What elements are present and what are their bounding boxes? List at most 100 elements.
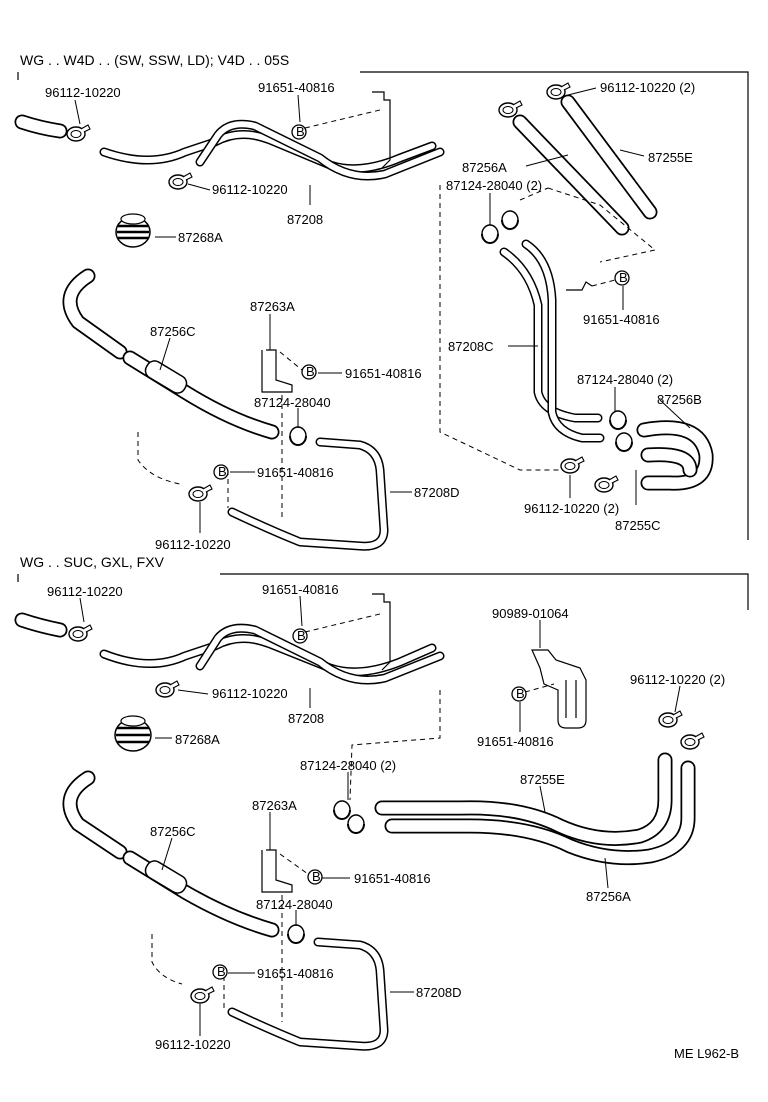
- pipe-87208: [99, 623, 445, 685]
- leader-dash-bracket: [279, 351, 303, 371]
- label-87256A: 87256A: [462, 160, 507, 175]
- bolt-mark: B: [297, 628, 306, 643]
- label-87256C: 87256C: [150, 824, 196, 839]
- clamp-96112-right-b: [680, 732, 705, 750]
- label-91651-lower: 91651-40816: [257, 966, 334, 981]
- pipe-87208D: [227, 937, 389, 1051]
- clamp-87124-upper-a: [481, 224, 499, 244]
- hose-stub-left: [14, 612, 68, 638]
- section-2-title: WG . . SUC, GXL, FXV: [20, 554, 165, 570]
- clamp-87124-right-a: [609, 410, 627, 430]
- leader: [539, 785, 546, 813]
- section-1: WG . . W4D . . (SW, SSW, LD); V4D . . 05…: [14, 52, 749, 552]
- leader: [74, 99, 81, 125]
- clamp-96112-mid: [168, 172, 193, 190]
- label-87208: 87208: [288, 711, 324, 726]
- leader: [659, 399, 691, 429]
- label-87124-upper: 87124-28040 (2): [300, 758, 396, 773]
- label-91651-top: 91651-40816: [258, 80, 335, 95]
- pipe-87208C-bracket: [566, 281, 593, 291]
- label-87124-mid: 87124-28040: [256, 897, 333, 912]
- label-87208C: 87208C: [448, 339, 494, 354]
- clamp-87124-right-b: [615, 432, 633, 452]
- hose-stub-left: [14, 114, 68, 139]
- label-87255E: 87255E: [520, 772, 565, 787]
- leader: [297, 94, 301, 123]
- label-87208: 87208: [287, 212, 323, 227]
- leader: [674, 685, 681, 713]
- label-91651-lower: 91651-40816: [257, 465, 334, 480]
- leader: [567, 87, 597, 96]
- dash-hose-group: [547, 187, 657, 263]
- leader: [159, 337, 171, 371]
- leader-dash-bolt-right: [591, 279, 616, 287]
- label-87124-right: 87124-28040 (2): [577, 372, 673, 387]
- label-96112-top-right: 96112-10220 (2): [600, 80, 695, 95]
- section-2: WG . . SUC, GXL, FXV B: [14, 554, 749, 1052]
- clamp-96112-bottom-right-b: [594, 475, 619, 493]
- label-87263A: 87263A: [252, 798, 297, 813]
- leader: [604, 857, 609, 889]
- label-87255C: 87255C: [615, 518, 661, 533]
- label-91651-top: 91651-40816: [262, 582, 339, 597]
- leader: [619, 149, 645, 157]
- clamp-96112-bottom-left: [188, 484, 213, 502]
- clamp-87124-upper-b: [347, 814, 365, 834]
- dash-routing-left: [439, 185, 565, 471]
- dash-routing-left: [349, 690, 441, 801]
- section-1-title: WG . . W4D . . (SW, SSW, LD); V4D . . 05…: [20, 52, 289, 68]
- clamp-96112-mid: [155, 680, 180, 698]
- label-87256B: 87256B: [657, 392, 702, 407]
- clamp-96112-bottom-right-a: [560, 456, 585, 474]
- grommet-87268A: [115, 213, 151, 248]
- section-1-border: [360, 71, 749, 540]
- label-87256C: 87256C: [150, 324, 196, 339]
- hose-87256A: [384, 760, 696, 866]
- bolt-mark: B: [619, 270, 628, 285]
- label-96112-right: 96112-10220 (2): [630, 672, 725, 687]
- bolt-mark: B: [218, 464, 227, 479]
- bracket-90989-01064: [531, 649, 587, 729]
- clamp-96112-top-left: [68, 624, 93, 642]
- label-90989-01064: 90989-01064: [492, 606, 569, 621]
- hose-87256B: [636, 420, 714, 491]
- hose-87256A: [512, 114, 630, 236]
- bolt-mark: B: [217, 964, 226, 979]
- bolt-mark: B: [296, 124, 305, 139]
- label-91651-mid: 91651-40816: [354, 871, 431, 886]
- label-96112-top-left: 96112-10220: [45, 85, 121, 100]
- section-2-border: [220, 573, 749, 610]
- hose-87256C: [62, 268, 280, 440]
- label-87256A: 87256A: [586, 889, 631, 904]
- leader: [299, 595, 303, 627]
- clamp-96112-bottom-left: [190, 986, 215, 1004]
- label-87208D: 87208D: [416, 985, 462, 1000]
- label-87268A: 87268A: [178, 230, 223, 245]
- clamp-87256A-top: [498, 100, 523, 118]
- leader: [177, 689, 209, 695]
- bracket-87263A: [261, 849, 293, 893]
- pipe-bracket-top: [372, 91, 391, 169]
- label-87255E: 87255E: [648, 150, 693, 165]
- leader: [187, 183, 211, 191]
- label-87124-upper: 87124-28040 (2): [446, 178, 542, 193]
- label-91651-right: 91651-40816: [583, 312, 660, 327]
- clamp-87124-mid: [287, 924, 305, 944]
- leader-dash-bolt-top: [304, 109, 381, 129]
- grommet-87268A: [114, 715, 152, 752]
- pipe-87208C: [499, 239, 605, 443]
- leader: [161, 837, 173, 871]
- clamp-87124-upper-b: [501, 210, 519, 230]
- hose-lower-left-dash: [151, 934, 183, 985]
- hose-87255E: [374, 752, 673, 846]
- clamp-96112-top-left: [66, 124, 91, 142]
- label-96112-mid: 96112-10220: [212, 182, 288, 197]
- hose-lower-left-dash: [137, 432, 181, 485]
- hose-87255E: [560, 94, 658, 220]
- leader-dash-bracket: [279, 853, 309, 875]
- clamp-87124-mid: [289, 426, 307, 446]
- pipe-bracket-top: [372, 593, 391, 671]
- clamp-87124-upper-a: [333, 800, 351, 820]
- bolt-mark: B: [306, 364, 315, 379]
